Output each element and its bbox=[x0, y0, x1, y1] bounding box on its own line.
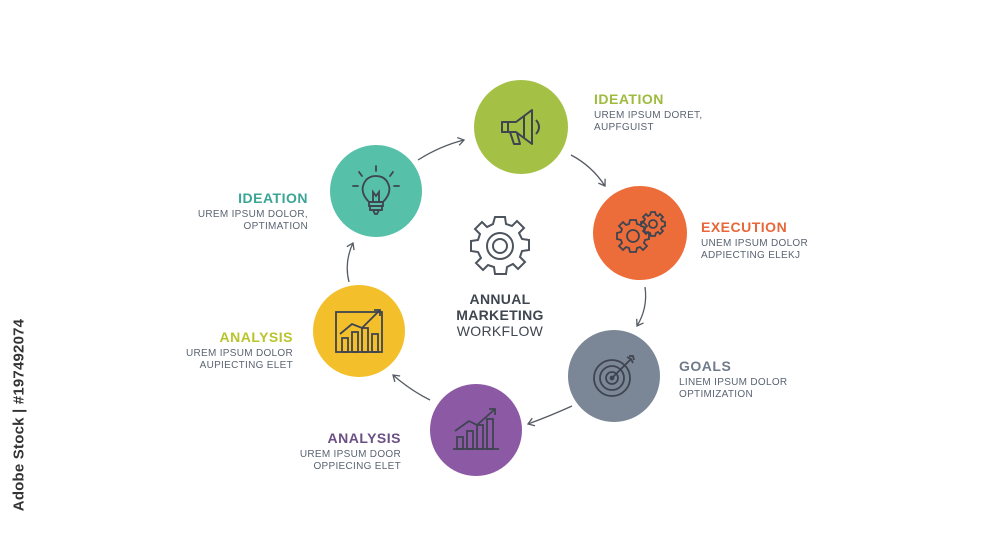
center-title-line2: MARKETING bbox=[456, 307, 544, 323]
arrow-goals-to-analysis-bottom bbox=[526, 405, 573, 427]
growth-chart-icon bbox=[335, 309, 383, 353]
center-title-line3: WORKFLOW bbox=[456, 323, 544, 339]
center-title: ANNUAL MARKETING WORKFLOW bbox=[440, 291, 560, 339]
step-goals-title: GOALS bbox=[679, 358, 732, 374]
arrow-ideation-top-to-execution bbox=[570, 154, 606, 187]
step-ideation-top-line1: UREM IPSUM DORET, bbox=[594, 110, 703, 121]
step-analysis-bottom-label: ANALYSIS UREM IPSUM DOOR OPPIECING ELET bbox=[286, 430, 401, 473]
megaphone-icon bbox=[501, 109, 540, 145]
step-execution-circle bbox=[593, 186, 687, 280]
target-icon bbox=[593, 355, 635, 397]
step-ideation-left-label: IDEATION UREM IPSUM DOLOR, OPTIMATION bbox=[193, 190, 308, 233]
step-ideation-top-line2: AUPFGUIST bbox=[594, 122, 654, 133]
growth-chart-icon bbox=[453, 408, 499, 450]
step-execution-line2: ADPIECTING ELEKJ bbox=[701, 250, 801, 261]
arrow-ideation-left-to-ideation-top bbox=[417, 136, 466, 161]
step-execution-line1: UNEM IPSUM DOLOR bbox=[701, 238, 809, 249]
step-ideation-left-line1: UREM IPSUM DOLOR, bbox=[197, 209, 308, 220]
arrow-execution-to-goals bbox=[636, 286, 647, 328]
step-analysis-left-circle bbox=[313, 285, 405, 377]
step-ideation-top-label: IDEATION UREM IPSUM DORET, AUPFGUIST bbox=[594, 91, 702, 134]
step-goals-label: GOALS LINEM IPSUM DOLOR OPTIMIZATION bbox=[679, 358, 787, 401]
center-title-line1: ANNUAL bbox=[469, 291, 531, 307]
step-ideation-left-circle bbox=[330, 145, 422, 237]
step-analysis-left-title: ANALYSIS bbox=[219, 329, 293, 345]
step-analysis-bottom-circle bbox=[430, 384, 522, 476]
step-analysis-bottom-title: ANALYSIS bbox=[327, 430, 401, 446]
lightbulb-icon bbox=[352, 165, 400, 215]
step-analysis-left-line1: UREM IPSUM DOLOR bbox=[185, 348, 293, 359]
step-ideation-top-circle bbox=[474, 80, 568, 174]
step-analysis-left-label: ANALYSIS UREM IPSUM DOLOR AUPIECTING ELE… bbox=[178, 329, 293, 372]
gears-icon bbox=[616, 211, 666, 253]
step-ideation-left-title: IDEATION bbox=[238, 190, 308, 206]
step-goals-line1: LINEM IPSUM DOLOR bbox=[679, 377, 788, 388]
step-execution-title: EXECUTION bbox=[701, 219, 788, 235]
step-ideation-top-title: IDEATION bbox=[594, 91, 664, 107]
step-ideation-left-line2: OPTIMATION bbox=[243, 221, 308, 232]
gear-icon bbox=[470, 216, 530, 275]
step-execution-label: EXECUTION UNEM IPSUM DOLOR ADPIECTING EL… bbox=[701, 219, 808, 262]
step-goals-circle bbox=[568, 330, 660, 422]
step-analysis-bottom-line2: OPPIECING ELET bbox=[313, 461, 401, 472]
step-goals-line2: OPTIMIZATION bbox=[679, 389, 753, 400]
arrow-analysis-bottom-to-analysis-left bbox=[392, 374, 431, 401]
step-analysis-left-line2: AUPIECTING ELET bbox=[199, 360, 293, 371]
step-analysis-bottom-line1: UREM IPSUM DOOR bbox=[299, 449, 401, 460]
arrow-analysis-left-to-ideation-left bbox=[346, 241, 355, 283]
